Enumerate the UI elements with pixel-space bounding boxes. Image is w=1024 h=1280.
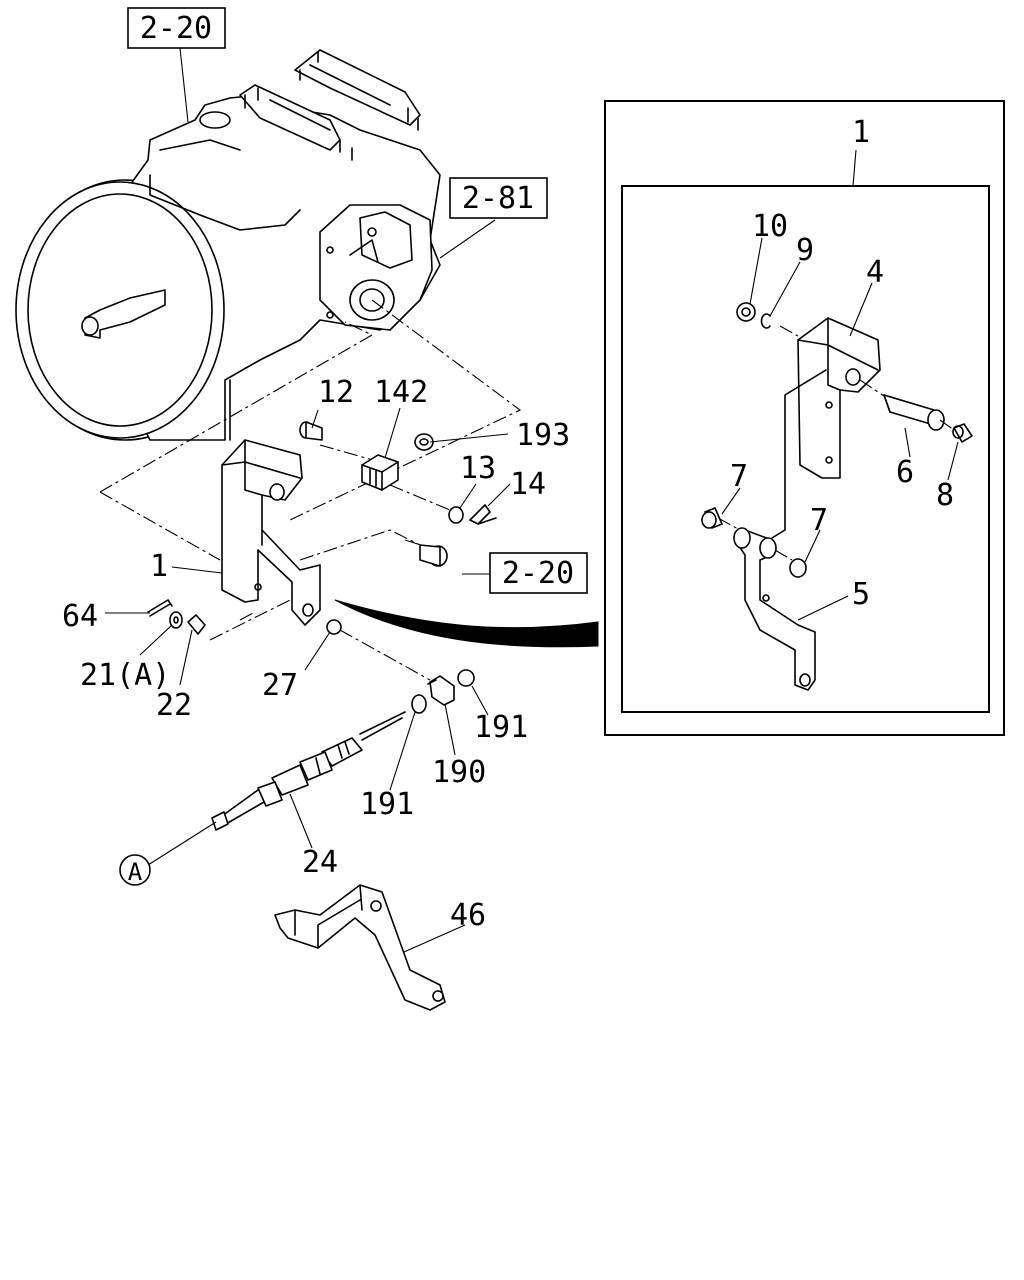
bushing-part-142 — [361, 454, 399, 491]
inset-label-10: 10 — [752, 209, 788, 244]
washer-part-21a — [169, 611, 183, 629]
label-24: 24 — [302, 845, 338, 880]
inset-inner-frame — [621, 185, 990, 713]
label-12: 12 — [318, 375, 354, 410]
label-190: 190 — [432, 755, 486, 790]
ref-box-mid-right: 2-81 — [449, 177, 548, 219]
inset-label-7-right: 7 — [810, 503, 828, 538]
inset-label-8: 8 — [936, 478, 954, 513]
label-21a: 21(A) — [80, 658, 170, 693]
label-22: 22 — [156, 688, 192, 723]
inset-title-1: 1 — [852, 115, 870, 150]
pin-part-64 — [147, 599, 173, 617]
ref-top-left-text: 2-20 — [140, 11, 212, 46]
bolt-2-20 — [404, 539, 448, 567]
label-193: 193 — [516, 418, 570, 453]
label-46: 46 — [450, 898, 486, 933]
label-191-upper: 191 — [474, 710, 528, 745]
label-64: 64 — [62, 599, 98, 634]
inset-label-7-left: 7 — [730, 459, 748, 494]
inset-washer-part-9 — [760, 313, 771, 329]
nut-part-191-upper — [457, 669, 475, 687]
ref-mid-right-text: 2-81 — [462, 181, 534, 216]
washer-part-27 — [326, 619, 342, 635]
bolt-part-12 — [299, 421, 323, 441]
clip-part-14 — [469, 504, 497, 525]
label-1: 1 — [150, 549, 168, 584]
joint-part-190 — [427, 675, 455, 706]
inset-label-6: 6 — [896, 455, 914, 490]
label-13: 13 — [460, 451, 496, 486]
bracket-part-46 — [274, 884, 446, 1011]
ref-lower-text: 2-20 — [502, 556, 574, 591]
inset-nut-part-10 — [736, 302, 756, 322]
cable-part-24 — [211, 711, 406, 831]
inset-label-4: 4 — [866, 255, 884, 290]
ref-box-top-left: 2-20 — [127, 7, 226, 49]
label-142: 142 — [374, 375, 428, 410]
inset-outer-frame — [604, 100, 1005, 736]
ref-box-lower: 2-20 — [489, 552, 588, 594]
nut-part-191-lower — [411, 694, 427, 714]
label-27: 27 — [262, 668, 298, 703]
bracket-part-1 — [221, 439, 321, 626]
inset-bushing-part-7-right — [789, 558, 807, 578]
label-circle-a: A — [128, 858, 143, 886]
callout-labels: 1 12 142 193 13 14 64 21(A) 22 27 191 19… — [62, 375, 570, 933]
label-191-lower: 191 — [360, 787, 414, 822]
inset-bushing-part-7-left — [701, 507, 723, 529]
inset-arm-part-5 — [733, 527, 816, 691]
circle-a-marker — [119, 854, 151, 886]
spacer-part-22 — [187, 614, 206, 635]
transmission-housing — [15, 49, 441, 441]
leader-lines — [105, 47, 511, 953]
inset-pin-part-6 — [883, 394, 945, 431]
washer-part-13 — [448, 506, 464, 524]
inset-label-9: 9 — [796, 233, 814, 268]
inset-detail: 1 — [604, 100, 1005, 736]
inset-bracket-part-4 — [797, 317, 881, 479]
label-14: 14 — [510, 467, 546, 502]
inset-label-5: 5 — [852, 577, 870, 612]
inset-grease-part-8 — [952, 423, 973, 443]
inset-pointer — [334, 599, 599, 648]
